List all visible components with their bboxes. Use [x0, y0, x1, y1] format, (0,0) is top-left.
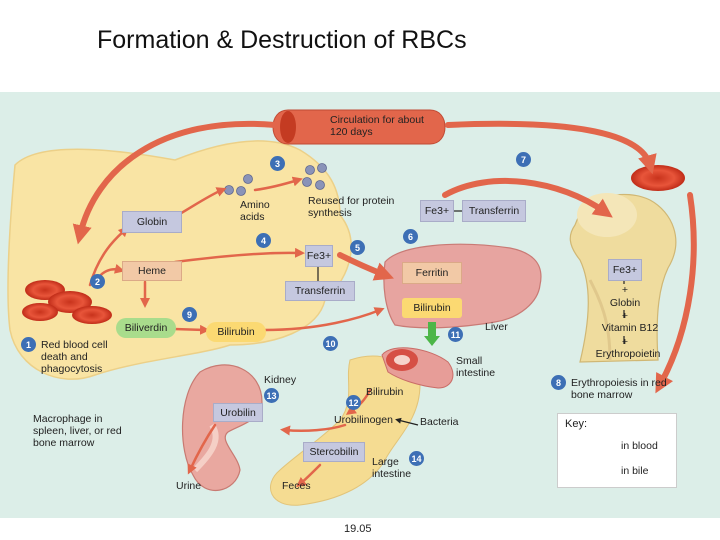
- arrow-macrophage-to-liver: [337, 252, 394, 281]
- key-in-bile-label: in bile: [621, 465, 649, 477]
- stercobilin-box: Stercobilin: [303, 442, 365, 462]
- amino-acids-label: Amino acids: [240, 199, 270, 223]
- macrophage-label: Macrophage in spleen, liver, or red bone…: [33, 413, 122, 449]
- bilirubin-liver-box: Bilirubin: [402, 298, 462, 318]
- step-badge-12: 12: [346, 395, 361, 410]
- plus-sign: +: [621, 310, 629, 322]
- liver-label: Liver: [485, 321, 508, 333]
- step-badge-1: 1: [21, 337, 36, 352]
- plus-sign: +: [621, 284, 629, 296]
- transferrin-top-box: Transferrin: [462, 200, 526, 222]
- heme-box: Heme: [122, 261, 182, 281]
- kidney: [181, 364, 263, 491]
- amino-acid-molecules: [224, 163, 327, 196]
- globin-bone-label: Globin: [609, 297, 641, 309]
- arrow-transferrin-to-bone: [442, 178, 613, 218]
- key-in-blood-label: in blood: [621, 440, 658, 452]
- arrow-bone-to-circulation: [655, 192, 697, 394]
- step-badge-13: 13: [264, 388, 279, 403]
- step-badge-10: 10: [323, 336, 338, 351]
- ferritin-box: Ferritin: [402, 262, 462, 284]
- bilirubin-macrophage-box: Bilirubin: [206, 322, 266, 342]
- arrow-circulation-to-rbc: [72, 120, 278, 245]
- step-8-label: Erythropoiesis in red bone marrow: [571, 377, 667, 401]
- large-intestine-label: Large intestine: [372, 456, 412, 480]
- step-badge-4: 4: [256, 233, 271, 248]
- page-title: Formation & Destruction of RBCs: [97, 26, 467, 54]
- bacteria-label: Bacteria: [420, 416, 459, 428]
- transferrin-macrophage-box: Transferrin: [285, 281, 355, 301]
- small-intestine-label: Small intestine: [456, 355, 496, 379]
- step-badge-8: 8: [551, 375, 566, 390]
- step-badge-6: 6: [403, 229, 418, 244]
- arrow-circulation-to-bone: [445, 120, 657, 175]
- circulation-label: Circulation for about 120 days: [330, 114, 424, 138]
- urine-label: Urine: [176, 480, 202, 492]
- figure-number: 19.05: [344, 523, 372, 535]
- erythropoietin-label: Erythropoietin: [595, 348, 661, 360]
- biliverdin-box: Biliverdin: [116, 318, 176, 338]
- vitamin-b12-label: Vitamin B12: [601, 322, 659, 334]
- red-blood-cell: [631, 165, 685, 191]
- urobilinogen-label: Urobilinogen: [334, 414, 393, 426]
- bilirubin-intestine-label: Bilirubin: [366, 386, 404, 398]
- step-badge-7: 7: [516, 152, 531, 167]
- globin-box: Globin: [122, 211, 182, 233]
- step-badge-3: 3: [270, 156, 285, 171]
- feces-label: Feces: [282, 480, 311, 492]
- legend-key: [557, 413, 677, 488]
- fe3-transferrin-box: Fe3+: [420, 200, 454, 222]
- fe3-macrophage-box: Fe3+: [305, 245, 333, 267]
- step-badge-9: 9: [182, 307, 197, 322]
- plus-sign: +: [621, 336, 629, 348]
- fe3-bone-box: Fe3+: [608, 259, 642, 281]
- red-blood-cell: [22, 303, 58, 321]
- step-badge-2: 2: [90, 274, 105, 289]
- step-badge-14: 14: [409, 451, 424, 466]
- key-title: Key:: [565, 418, 588, 430]
- red-blood-cell: [72, 306, 112, 324]
- reused-label: Reused for protein synthesis: [308, 195, 395, 219]
- step-badge-11: 11: [448, 327, 463, 342]
- urobilin-box: Urobilin: [213, 403, 263, 422]
- step-badge-5: 5: [350, 240, 365, 255]
- step-1-label: Red blood cell death and phagocytosis: [41, 339, 108, 375]
- blood-vessel: [272, 109, 446, 145]
- kidney-label: Kidney: [264, 374, 297, 386]
